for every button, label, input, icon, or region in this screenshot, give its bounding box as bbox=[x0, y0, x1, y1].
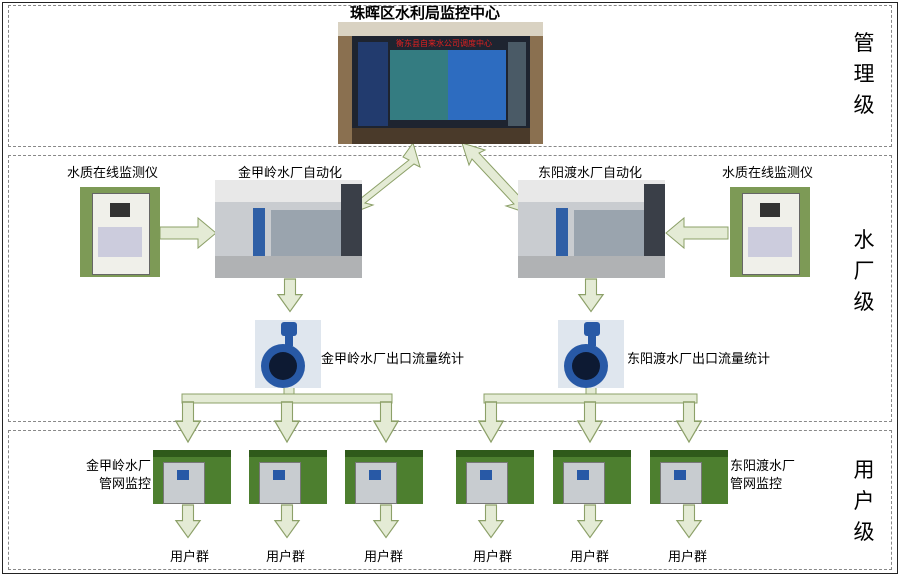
plant-to-meter-arrow-left bbox=[277, 278, 303, 313]
plant-photo-right bbox=[518, 180, 665, 278]
user-zone bbox=[8, 430, 892, 570]
user-arrow bbox=[274, 504, 300, 539]
user-arrow bbox=[676, 504, 702, 539]
quality-arrow-right bbox=[665, 216, 729, 250]
management-zone bbox=[8, 5, 892, 147]
plant-name-left: 金甲岭水厂自动化 bbox=[238, 166, 343, 181]
bus-arrow bbox=[577, 401, 603, 443]
network-monitor-panel bbox=[456, 450, 534, 504]
network-monitor-panel bbox=[153, 450, 231, 504]
user-group-label: 用户群 bbox=[364, 550, 404, 565]
quality-monitor-label-left: 水质在线监测仪 bbox=[67, 166, 159, 181]
bus-arrow bbox=[175, 401, 201, 443]
user-group-label: 用户群 bbox=[266, 550, 306, 565]
plant-to-meter-arrow-right bbox=[578, 278, 604, 313]
user-arrow bbox=[373, 504, 399, 539]
monitoring-center-photo: 衡东县自来水公司调度中心 bbox=[338, 22, 543, 144]
flow-meter-label-right: 东阳渡水厂出口流量统计 bbox=[627, 352, 771, 367]
flow-meter-photo-right bbox=[558, 320, 624, 388]
monitoring-center-title: 珠晖区水利局监控中心 bbox=[350, 4, 501, 22]
network-monitor-panel bbox=[345, 450, 423, 504]
flow-meter-label-left: 金甲岭水厂出口流量统计 bbox=[321, 352, 465, 367]
user-arrow bbox=[478, 504, 504, 539]
flow-meter-photo-left bbox=[255, 320, 321, 388]
user-group-label: 用户群 bbox=[668, 550, 708, 565]
level-label-plant: 水厂级 bbox=[853, 228, 875, 314]
network-label-right: 东阳渡水厂管网监控 bbox=[730, 459, 796, 492]
user-arrow bbox=[175, 504, 201, 539]
plant-photo-left bbox=[215, 180, 362, 278]
quality-monitor-photo-left bbox=[80, 187, 160, 277]
network-label-left: 金甲岭水厂管网监控 bbox=[86, 459, 152, 492]
plant-name-right: 东阳渡水厂自动化 bbox=[538, 166, 643, 181]
quality-arrow-left bbox=[159, 216, 217, 250]
user-group-label: 用户群 bbox=[570, 550, 610, 565]
bus-arrow bbox=[373, 401, 399, 443]
plant-zone bbox=[8, 155, 892, 422]
bus-arrow bbox=[478, 401, 504, 443]
user-arrow bbox=[577, 504, 603, 539]
user-group-label: 用户群 bbox=[170, 550, 210, 565]
user-group-label: 用户群 bbox=[473, 550, 513, 565]
level-label-user: 用户级 bbox=[853, 458, 875, 544]
bus-arrow bbox=[274, 401, 300, 443]
level-label-management: 管理级 bbox=[853, 31, 875, 117]
network-monitor-panel bbox=[553, 450, 631, 504]
quality-monitor-label-right: 水质在线监测仪 bbox=[722, 166, 814, 181]
screen-banner: 衡东县自来水公司调度中心 bbox=[396, 39, 492, 48]
network-monitor-panel bbox=[249, 450, 327, 504]
network-monitor-panel bbox=[650, 450, 728, 504]
bus-arrow bbox=[676, 401, 702, 443]
quality-monitor-photo-right bbox=[730, 187, 810, 277]
